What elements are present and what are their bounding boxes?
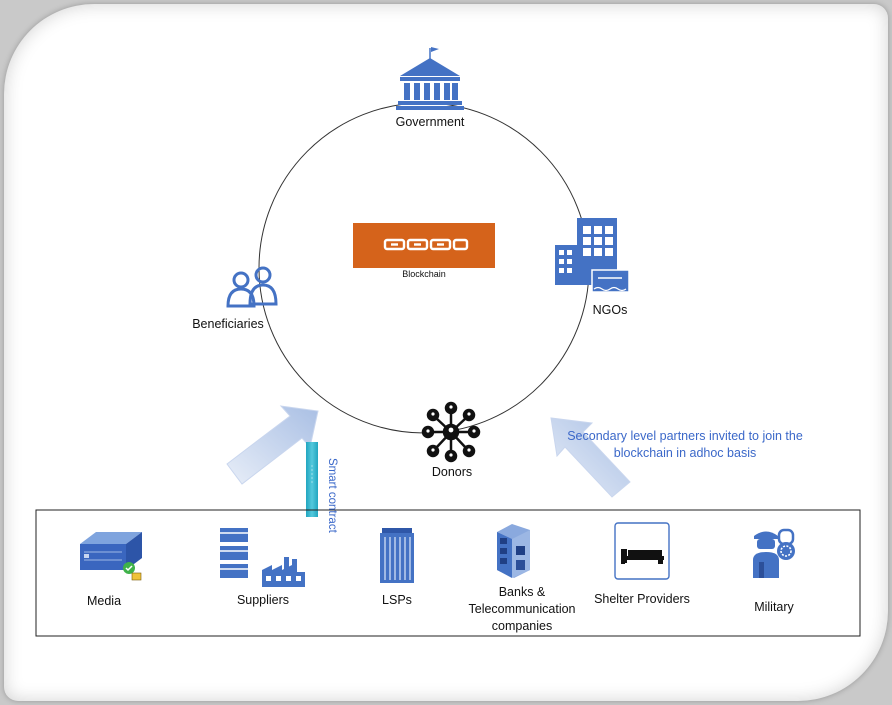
partner-label-shelter: Shelter Providers bbox=[594, 592, 690, 606]
lsp-container-icon bbox=[380, 528, 414, 583]
partner-label-suppliers: Suppliers bbox=[236, 593, 290, 607]
partner-label-military: Military bbox=[754, 600, 794, 614]
suppliers-icon bbox=[220, 528, 305, 587]
ngo-buildings-icon bbox=[555, 218, 630, 293]
blockchain-box bbox=[353, 223, 495, 268]
partner-label-banks: Banks & Telecommunication companies bbox=[468, 585, 576, 633]
shelter-bed-icon bbox=[614, 522, 670, 580]
blockchain-label: Blockchain bbox=[402, 269, 446, 279]
left-inbound-arrow bbox=[226, 405, 319, 485]
beneficiaries-label: Beneficiaries bbox=[192, 317, 264, 331]
diagram-frame bbox=[4, 4, 888, 701]
partner-label-lsps: LSPs bbox=[382, 593, 412, 607]
ngos-label: NGOs bbox=[592, 303, 628, 317]
donors-label: Donors bbox=[431, 465, 473, 479]
media-server-icon bbox=[80, 532, 142, 581]
donors-network-icon bbox=[421, 401, 481, 463]
partner-label-media: Media bbox=[86, 594, 122, 608]
beneficiaries-people-icon bbox=[226, 266, 278, 308]
chain-link-icon bbox=[383, 238, 469, 251]
military-guard-icon bbox=[753, 528, 795, 578]
secondary-partners-note: Secondary level partners invited to join… bbox=[567, 429, 803, 460]
smart-contract-label: Smart contract bbox=[326, 458, 338, 533]
government-building-icon bbox=[396, 47, 464, 110]
government-label: Government bbox=[395, 115, 465, 129]
smart-contract-bar bbox=[306, 442, 318, 517]
bank-building-icon bbox=[497, 524, 530, 578]
partners-box bbox=[35, 509, 861, 637]
right-inbound-arrow bbox=[550, 417, 631, 498]
